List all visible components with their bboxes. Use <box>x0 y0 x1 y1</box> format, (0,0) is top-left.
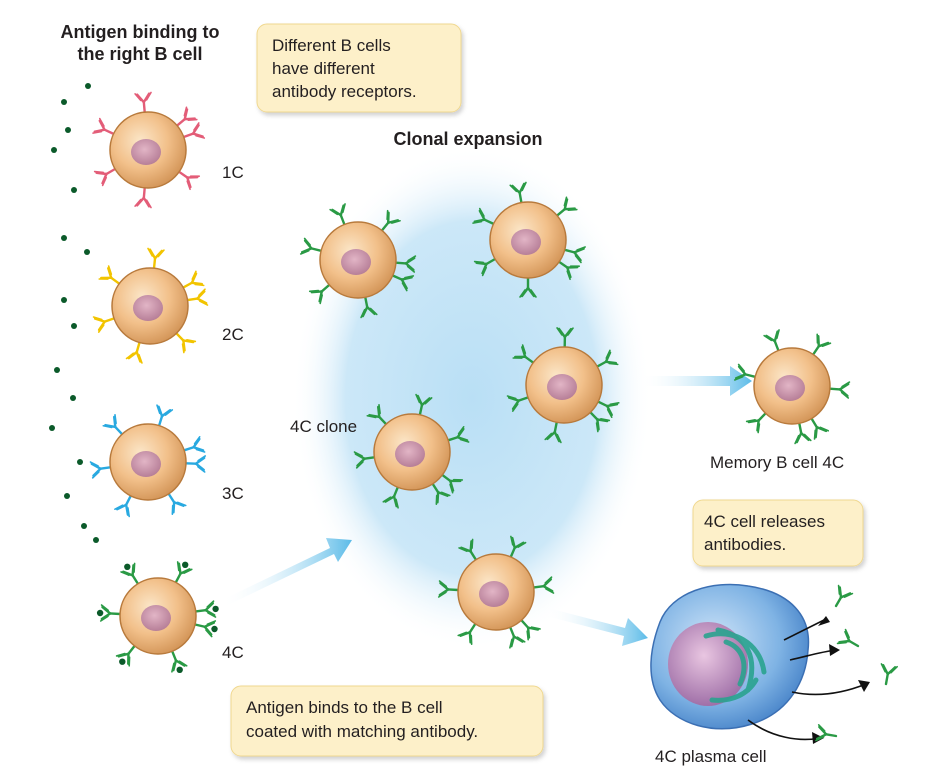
clone-cell <box>299 202 417 319</box>
b-cell-2c <box>92 247 209 365</box>
plasma-cell <box>650 583 810 730</box>
cell-nucleus <box>395 441 425 467</box>
antibody-receptor <box>133 186 154 209</box>
release-arrowhead <box>858 680 870 692</box>
antibody-receptor <box>185 288 209 310</box>
left-heading: Antigen binding to the right B cell <box>61 22 220 64</box>
release-arrowhead <box>818 616 830 626</box>
antigen-dot <box>85 83 91 89</box>
cell-nucleus <box>547 374 577 400</box>
antigen-dot <box>71 323 77 329</box>
release-arrowhead <box>829 644 840 656</box>
release-arrowheads <box>812 616 870 744</box>
callout-top-line2: have different <box>272 59 375 78</box>
antigen-dot <box>64 493 70 499</box>
cell-nucleus <box>511 229 541 255</box>
bound-antigen <box>124 563 131 570</box>
clone-cell <box>471 181 587 299</box>
bound-antigen <box>119 658 126 665</box>
left-heading-line1: Antigen binding to <box>61 22 220 42</box>
free-antibodies <box>814 584 899 746</box>
free-antibody <box>836 628 864 655</box>
free-antibody <box>876 662 899 687</box>
antigen-dot <box>51 147 57 153</box>
callout-release-line2: antibodies. <box>704 535 786 554</box>
callout-release <box>692 499 864 567</box>
callout-top-line1: Different B cells <box>272 36 391 55</box>
cell-nucleus <box>131 451 161 477</box>
clone-cell <box>353 393 470 510</box>
callout-top <box>256 23 462 113</box>
antigen-dot <box>65 127 71 133</box>
antigen-dot <box>81 523 87 529</box>
antigen-particles <box>49 83 99 543</box>
b-cell-1c <box>91 91 206 209</box>
callout-bottom-line1: Antigen binds to the B cell <box>246 698 443 717</box>
bound-antigen <box>182 561 189 568</box>
callout-top-line3: antibody receptors. <box>272 82 417 101</box>
memory-cell-label: Memory B cell 4C <box>710 453 844 472</box>
antigen-dot <box>61 297 67 303</box>
antibody-receptor <box>89 458 113 480</box>
arrow-to-plasma <box>546 608 648 646</box>
bound-antigen <box>96 609 104 617</box>
release-arrow <box>783 619 825 641</box>
clonal-expansion-heading: Clonal expansion <box>393 129 542 149</box>
arrow-to-clone <box>222 538 352 606</box>
callout-release-line1: 4C cell releases <box>704 512 825 531</box>
cell-nucleus <box>341 249 371 275</box>
cell-label-3c: 3C <box>222 484 244 503</box>
cell-nucleus <box>133 295 163 321</box>
free-antibody <box>814 723 839 746</box>
antigen-dot <box>77 459 83 465</box>
antibody-receptor <box>184 454 207 474</box>
antibody-receptor <box>99 603 122 624</box>
b-cells <box>89 91 851 674</box>
cell-nucleus <box>131 139 161 165</box>
memory-b-cell <box>733 328 851 445</box>
cell-nucleus <box>479 581 509 607</box>
antigen-dot <box>61 99 67 105</box>
antibody-receptor <box>193 599 217 621</box>
left-heading-line2: the right B cell <box>77 44 202 64</box>
b-cell-3c <box>89 403 207 518</box>
antigen-dot <box>70 395 76 401</box>
antigen-dot <box>71 187 77 193</box>
release-arrow <box>791 683 867 696</box>
clone-cell <box>437 535 555 650</box>
antigen-dot <box>84 249 90 255</box>
clone-cell <box>506 326 620 444</box>
b-cell-4c <box>96 560 219 674</box>
arrow-to-memory <box>640 366 752 396</box>
release-arrow <box>747 719 821 741</box>
antibody-receptor <box>828 379 851 400</box>
bound-antigen <box>211 625 218 633</box>
bound-antigen <box>176 666 183 673</box>
plasma-cell-label: 4C plasma cell <box>655 747 767 766</box>
cell-label-1c: 1C <box>222 163 244 182</box>
endoplasmic-reticulum <box>703 627 767 703</box>
antibody-receptor <box>790 420 812 445</box>
cell-nucleus <box>775 375 805 401</box>
cell-nucleus <box>141 605 171 631</box>
antigen-dot <box>49 425 55 431</box>
callout-bottom <box>230 685 544 757</box>
callout-bottom-line2: coated with matching antibody. <box>246 722 478 741</box>
bound-antigen <box>212 605 219 613</box>
antigen-dot <box>93 537 99 543</box>
antibody-receptor <box>133 91 154 114</box>
free-antibody <box>827 584 854 612</box>
clone-label: 4C clone <box>290 417 357 436</box>
cell-label-2c: 2C <box>222 325 244 344</box>
antigen-dot <box>61 235 67 241</box>
antibody-receptor <box>144 247 166 271</box>
antigen-dot <box>54 367 60 373</box>
cell-label-4c: 4C <box>222 643 244 662</box>
